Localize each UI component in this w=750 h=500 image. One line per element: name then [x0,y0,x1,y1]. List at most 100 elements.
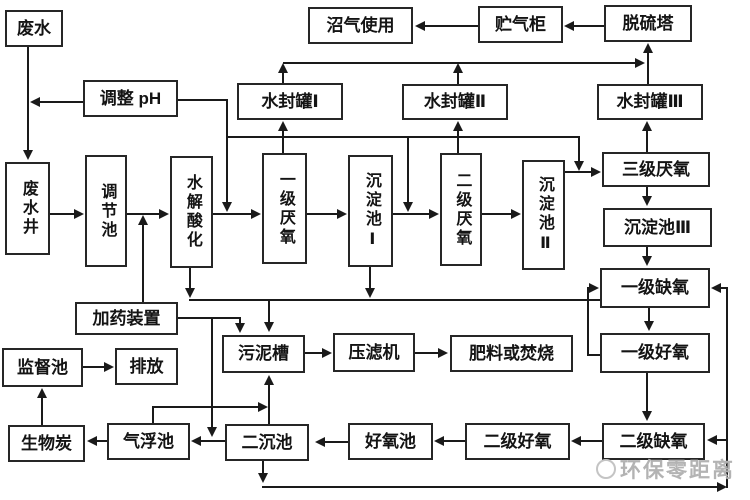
arrowhead-down-icon [207,427,217,437]
arrowhead-right-icon [337,209,347,219]
arrowhead-left-icon [434,436,444,446]
flow-line [268,384,270,425]
arrowhead-down-icon [235,323,245,333]
node-water-seal-tank-2: 水封罐Ⅱ [402,84,508,120]
node-label: 肥料或焚烧 [469,343,554,363]
flow-line [50,213,77,215]
node-label: 三级厌氧 [622,159,690,179]
arrowhead-right-icon [159,209,169,219]
arrowhead-up-icon [278,121,288,131]
node-fertilizer-or-incineration: 肥料或焚烧 [450,335,573,372]
node-supervision-tank: 监督池 [2,348,83,387]
arrowhead-down-icon [642,196,652,206]
node-label: 二沉池 [241,432,293,452]
flow-line [441,440,465,442]
arrowhead-down-icon [403,202,413,212]
arrowhead-up-icon [278,63,288,73]
arrowhead-right-icon [251,209,261,219]
arrowhead-left-icon [707,435,717,445]
flow-line [307,213,341,215]
node-aerobic-2: 二级好氧 [465,423,570,460]
arrowhead-down-icon [642,411,652,421]
node-label: 水封罐Ⅱ [423,92,487,112]
node-desulfurization-tower: 脱硫塔 [604,5,692,42]
node-anaerobic-3: 三级厌氧 [602,152,710,187]
arrowhead-down-icon [222,202,232,212]
node-biochar: 生物炭 [8,425,85,462]
flow-line [213,213,255,215]
arrowhead-right-icon [511,209,521,219]
flow-line [646,187,648,199]
node-dosing-device: 加药装置 [75,302,178,335]
node-aerobic-1: 一级好氧 [600,333,710,373]
node-anoxic-2: 二级缺氧 [602,423,705,460]
flow-line [716,439,728,441]
arrowhead-right-icon [591,167,601,177]
node-gas-holder: 贮气柜 [478,6,563,43]
arrowhead-left-icon [191,436,201,446]
node-water-seal-tank-3: 水封罐Ⅲ [597,84,703,120]
flow-line [152,406,258,408]
flow-line [587,354,600,356]
arrowhead-left-icon [711,283,721,293]
flow-line [189,299,646,301]
arrowhead-up-icon [453,121,463,131]
arrowhead-up-icon [643,43,653,53]
arrowhead-right-icon [635,58,645,68]
watermark: 环保零距离 [596,454,735,484]
arrowhead-left-icon [315,437,325,447]
node-sedimentation-1: 沉淀池Ⅰ [348,155,393,267]
arrowhead-right-icon [429,209,439,219]
node-label: 水解酸化 [183,174,201,250]
node-label: 调整 pH [99,88,162,108]
node-label: 二级好氧 [483,431,552,451]
node-label: 水封罐Ⅲ [616,92,684,112]
node-label: 沉淀池Ⅰ [362,171,380,251]
flow-line [226,99,228,204]
node-label: 好氧池 [365,431,416,451]
flow-line [646,129,648,152]
flow-line [648,308,650,324]
node-label: 一级好氧 [621,343,689,363]
node-secondary-sedimentation: 二沉池 [225,424,309,461]
flow-line [646,247,648,259]
flow-line [178,99,228,101]
flow-line [41,396,43,425]
flow-line [93,440,107,442]
node-hydrolysis-acidification: 水解酸化 [170,156,213,268]
node-anoxic-1: 一级缺氧 [600,268,710,308]
node-sedimentation-2: 沉淀池Ⅱ [522,160,565,270]
flow-line [226,136,580,138]
node-label: 气浮池 [123,431,174,451]
node-label: 沉淀池Ⅱ [535,175,553,255]
flow-line [268,301,270,323]
flow-line [457,131,459,154]
node-sludge-tank: 污泥槽 [222,335,305,373]
node-biogas-use: 沼气使用 [308,7,413,44]
arrowhead-up-icon [138,215,148,225]
flow-line [578,440,602,442]
flow-line [305,352,324,354]
node-label: 贮气柜 [495,14,546,34]
arrowhead-up-icon [642,121,652,131]
node-label: 污泥槽 [238,344,289,364]
node-label: 压滤机 [348,342,400,362]
arrowhead-right-icon [589,283,599,293]
node-aerobic-tank: 好氧池 [348,423,433,460]
node-label: 一级缺氧 [621,278,689,298]
node-label: 废水 [17,18,51,38]
arrowhead-left-icon [87,436,97,446]
node-label: 监督池 [17,357,68,377]
node-filter-press: 压滤机 [333,333,415,372]
flow-line [565,171,595,173]
flow-line [369,267,371,290]
arrowhead-down-icon [365,288,375,298]
arrowhead-left-icon [564,21,574,31]
flow-line [457,71,459,84]
node-label: 一级厌氧 [276,170,294,247]
flow-line [127,213,163,215]
arrowhead-up-icon [453,63,463,73]
flow-line [239,317,241,325]
flow-line [423,25,478,27]
